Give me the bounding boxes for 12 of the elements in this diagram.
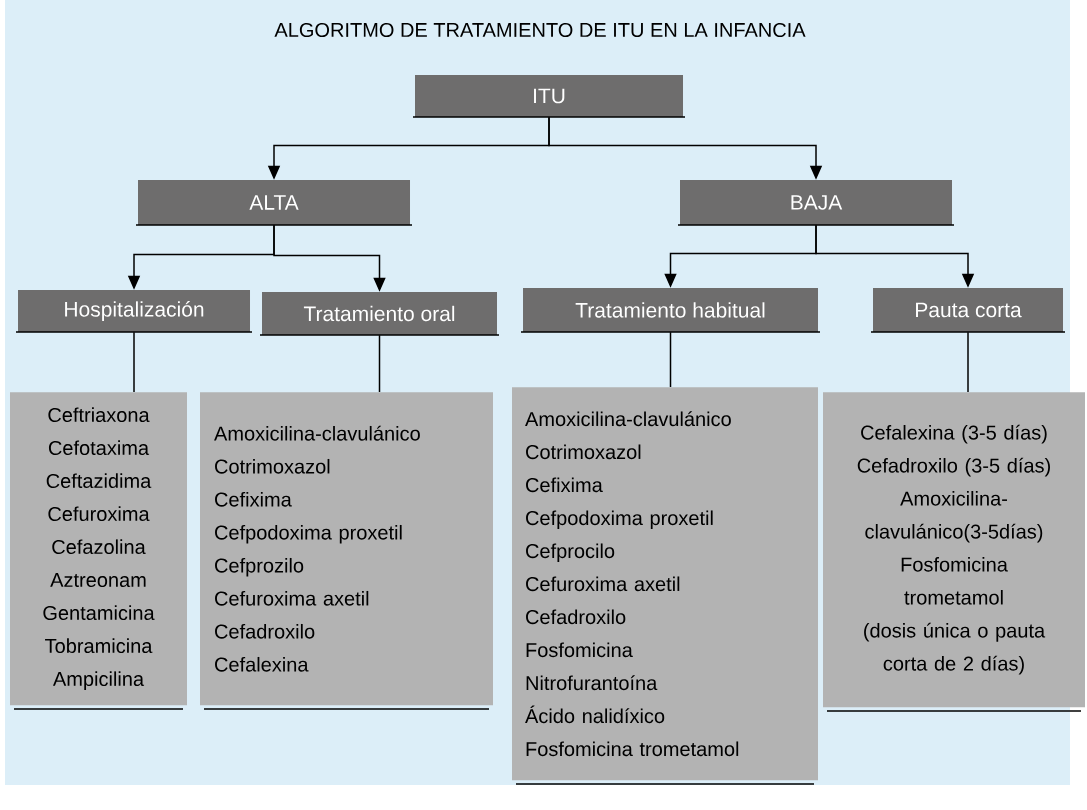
category-box: BAJA: [677, 180, 955, 226]
category-box: Hospitalización: [15, 290, 253, 333]
category-box: ALTA: [135, 180, 413, 226]
title: ALGORITMO DE TRATAMIENTO DE ITU EN LA INFANCIA: [274, 22, 806, 38]
category-box: Pauta corta: [870, 288, 1066, 333]
root-box: ITU: [412, 75, 686, 118]
drug-list-box: Cefalexina (3-5 días) Cefadroxilo (3-5 días) Amoxicilina-clavulánico(3-5días) Fosfomicina trometamol (dosis única o pauta corta de 2 días): [823, 392, 1085, 712]
category-box: Tratamiento habitual: [520, 288, 821, 333]
drug-list-box: Amoxicilina-clavulánico Cotrimoxazol Cefixima Cefpodoxima proxetil Cefprocilo Cefuroxima axetil Cefadroxilo Fosfomicina Nitrofurantoína Ácido nalidíxico Fosfomicina trometamol: [512, 387, 818, 785]
category-box: Tratamiento oral: [259, 292, 500, 336]
drug-list-box: Ceftriaxona Cefotaxima Ceftazidima Cefuroxima Cefazolina Aztreonam Gentamicina Tobramicina Ampicilina: [10, 392, 187, 710]
drug-list-box: Amoxicilina-clavulánico Cotrimoxazol Cefixima Cefpodoxima proxetil Cefprozilo Cefuroxima axetil Cefadroxilo Cefalexina: [200, 392, 493, 710]
